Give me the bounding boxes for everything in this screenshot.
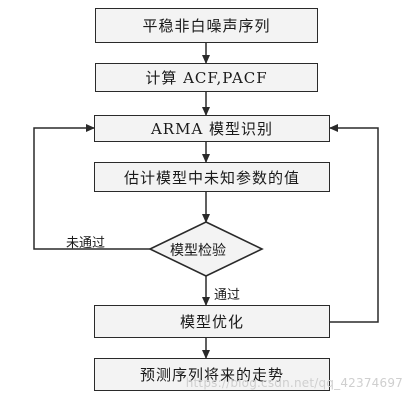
step-stationary-series: 平稳非白噪声序列 xyxy=(95,8,318,43)
step-forecast-trend: 预测序列将来的走势 xyxy=(94,358,330,391)
step-forecast-trend-text: 预测序列将来的走势 xyxy=(139,366,284,384)
step-compute-acf-pacf: 计算 ACF,PACF xyxy=(95,63,318,92)
decision-diamond xyxy=(148,221,264,277)
step-model-optimization-text: 模型优化 xyxy=(179,313,244,331)
step-arma-identification-text: ARMA 模型识别 xyxy=(150,120,274,138)
step-model-optimization: 模型优化 xyxy=(94,305,330,338)
loop-optimize-to-s3 xyxy=(329,124,379,323)
step-compute-acf-pacf-text: 计算 ACF,PACF xyxy=(145,69,268,87)
watermark: https://blog.csdn.net/qq_42374697 xyxy=(185,376,403,390)
label-fail: 未通过 xyxy=(66,236,106,251)
step-estimate-parameters-text: 估计模型中未知参数的值 xyxy=(123,168,300,187)
step-stationary-series-text: 平稳非白噪声序列 xyxy=(142,17,271,35)
loop-fail-to-s3 xyxy=(33,124,150,250)
step-arma-identification: ARMA 模型识别 xyxy=(94,115,330,142)
step-estimate-parameters: 估计模型中未知参数的值 xyxy=(94,162,330,192)
label-pass: 通过 xyxy=(214,288,241,303)
decision-model-check-text: 模型检验 xyxy=(170,243,226,259)
